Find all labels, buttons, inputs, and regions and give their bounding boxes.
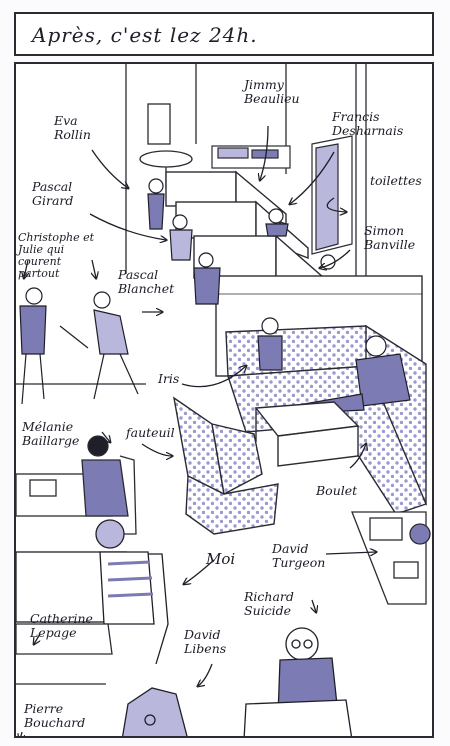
- caption-box: Après, c'est lez 24h.: [14, 12, 434, 56]
- label-iris: Iris: [158, 371, 180, 386]
- toilet-door: [311, 135, 353, 255]
- characters: [19, 178, 336, 405]
- libens-figure: [122, 687, 188, 736]
- melanie-desk: [16, 435, 137, 535]
- label-toilettes: toilettes: [370, 173, 422, 188]
- moi-figure: [16, 519, 169, 665]
- coffee-table: [254, 401, 360, 467]
- label-boulet: Boulet: [316, 483, 358, 498]
- scene-drawing: [16, 64, 431, 736]
- label-fauteuil: fauteuil: [126, 425, 175, 440]
- armchair: [173, 396, 279, 535]
- turgeon-desk: [351, 511, 431, 605]
- label-moi: Moi: [206, 550, 236, 568]
- back-desk: [211, 145, 291, 169]
- round-table: [139, 103, 193, 189]
- caption-text: Après, c'est lez 24h.: [32, 23, 258, 47]
- pointer-arrows: [20, 125, 376, 736]
- richard-figure: [243, 627, 353, 736]
